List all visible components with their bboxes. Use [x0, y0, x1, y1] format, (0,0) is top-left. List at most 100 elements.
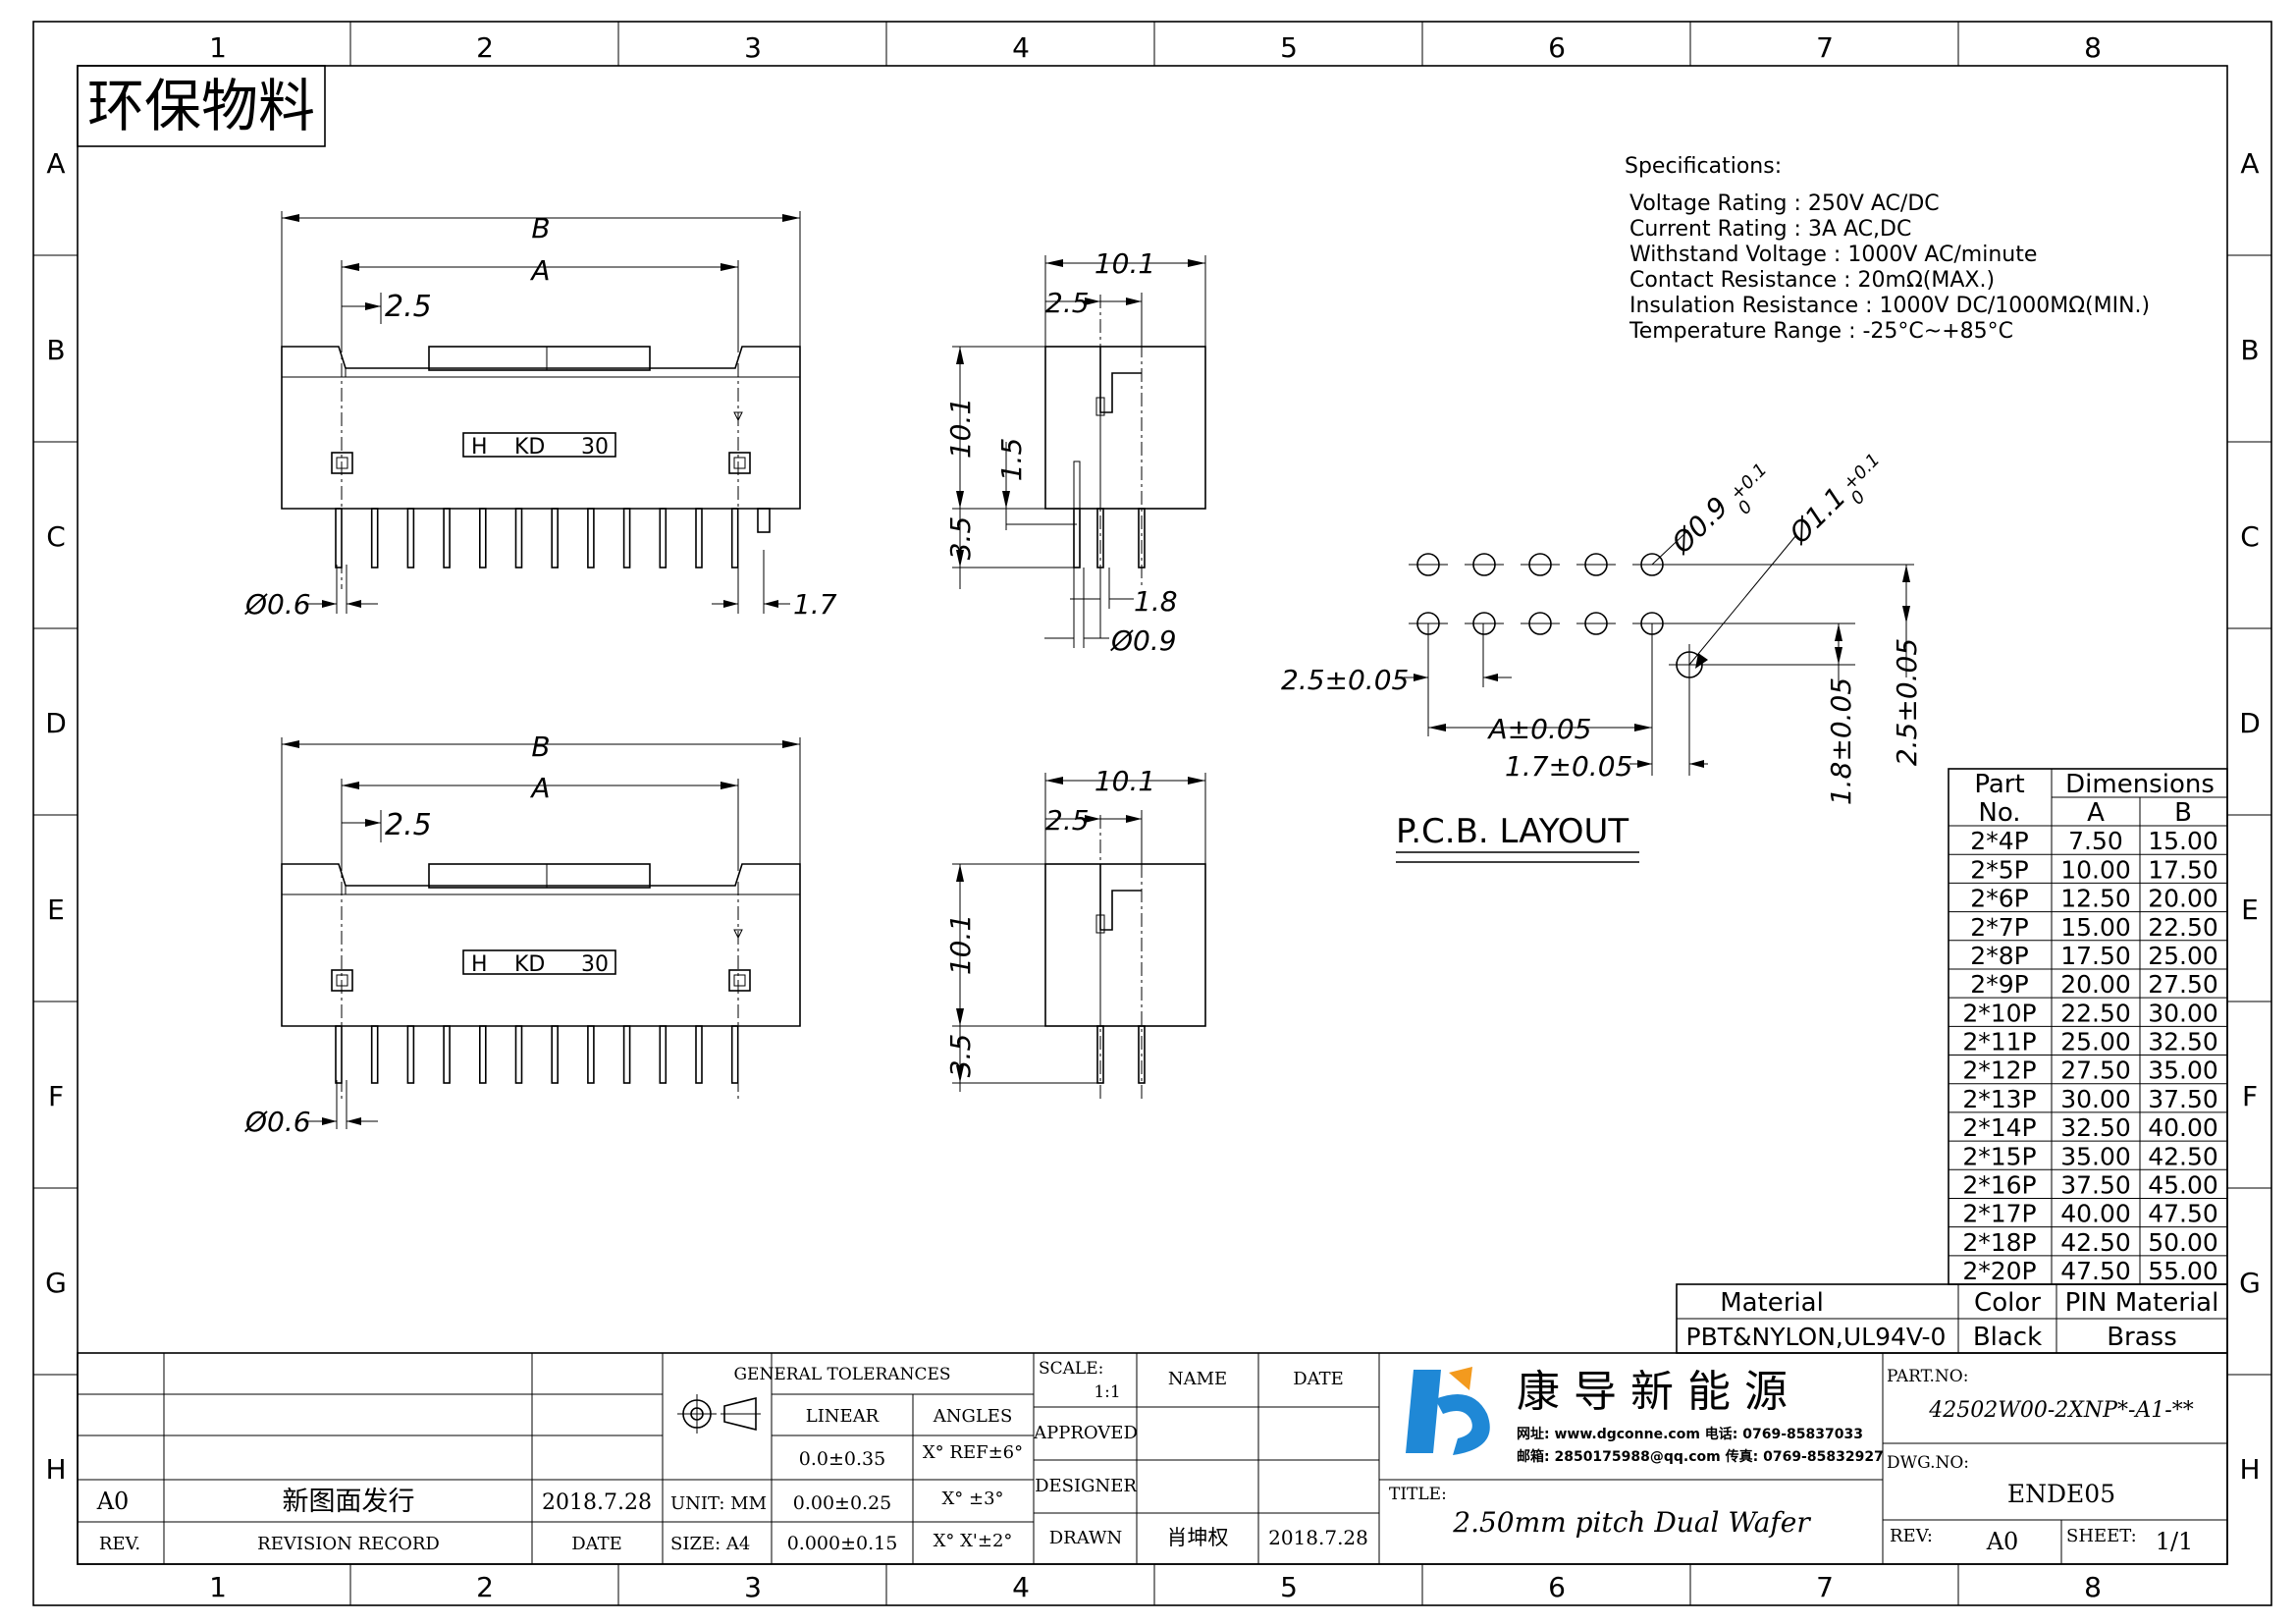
marking-kd-2: KD [514, 952, 545, 977]
connector-pin [370, 508, 379, 568]
connector-pin [587, 508, 595, 568]
table-header-a: A [2087, 798, 2105, 828]
connector-pin [335, 1025, 343, 1084]
table-cell-part: 2*8P [1970, 942, 2028, 970]
pin-material-header: PIN Material [2065, 1288, 2219, 1318]
company-contact-2: 邮箱: 2850175988@qq.com 传真: 0769-85832927 [1517, 1448, 1884, 1465]
table-cell-b: 45.00 [2148, 1170, 2218, 1199]
table-cell-b: 25.00 [2148, 942, 2218, 970]
table-cell-part: 2*7P [1970, 913, 2028, 942]
table-cell-part: 2*18P [1962, 1228, 2036, 1257]
material-value: PBT&NYLON,UL94V-0 [1686, 1323, 1947, 1351]
connector-pin [551, 1025, 560, 1084]
marking-h-2: H [471, 952, 488, 977]
pcb-offset: 1.7±0.05 [1505, 750, 1632, 783]
company-logo [1406, 1367, 1490, 1455]
front-dim-a-2: A [529, 772, 550, 804]
table-cell-a: 20.00 [2060, 970, 2131, 999]
pcb-pitch: 2.5±0.05 [1281, 664, 1409, 696]
part-no-label: PART.NO: [1887, 1367, 1968, 1386]
connector-pin [587, 1025, 595, 1084]
row-label-c-right: C [2240, 520, 2260, 553]
side-view-bottom: 10.1 2.5 10.1 3.5 [944, 765, 1206, 1100]
table-cell-b: 20.00 [2148, 885, 2218, 913]
projection-symbol-icon [677, 1394, 761, 1434]
row-label-c: C [46, 520, 66, 553]
tolerance-linear-3: 0.000±0.15 [787, 1533, 898, 1554]
col-label-5: 5 [1280, 31, 1298, 64]
pcb-small-hole-tol-lower: 0 [1735, 497, 1757, 519]
tolerance-title: GENERAL TOLERANCES [733, 1365, 950, 1384]
side-step: 1.5 [995, 438, 1028, 482]
col-label-4: 4 [1012, 31, 1030, 64]
table-cell-part: 2*4P [1970, 827, 2028, 855]
marking-30-2: 30 [581, 952, 609, 977]
rev-date: 2018.7.28 [542, 1490, 652, 1515]
side-pin-length: 3.5 [944, 516, 977, 561]
front-pitch-2: 2.5 [385, 808, 432, 842]
table-cell-a: 32.50 [2060, 1113, 2131, 1142]
table-cell-a: 15.00 [2060, 913, 2131, 942]
scale-value: 1:1 [1094, 1382, 1120, 1402]
specifications-block: Specifications: Voltage Rating : 250V AC… [1625, 154, 2150, 344]
stamp-text: 环保物料 [87, 73, 315, 139]
connector-pin [478, 508, 487, 568]
front-offset: 1.7 [793, 588, 837, 621]
side-height-2: 10.1 [944, 914, 977, 975]
table-cell-a: 17.50 [2060, 942, 2131, 970]
front-pitch: 2.5 [385, 290, 432, 324]
side-view-top: 10.1 2.5 10.1 1.5 3.5 1.8 Ø0.9 [944, 247, 1206, 657]
col-label-7-bottom: 7 [1816, 1571, 1834, 1603]
connector-pin [730, 1025, 739, 1084]
col-label-1: 1 [209, 31, 227, 64]
row-label-e: E [47, 893, 65, 926]
table-cell-part: 2*12P [1962, 1056, 2036, 1085]
col-label-5-bottom: 5 [1280, 1571, 1298, 1603]
specifications-title: Specifications: [1625, 154, 1782, 179]
material-table: Material Color PIN Material PBT&NYLON,UL… [1676, 1283, 2228, 1354]
table-cell-a: 27.50 [2060, 1056, 2131, 1085]
spec-current-rating: Current Rating : 3A AC,DC [1629, 217, 1911, 242]
company-name: 康 导 新 能 源 [1517, 1367, 1788, 1417]
designer-label: DESIGNER [1035, 1476, 1137, 1496]
table-header-b: B [2174, 798, 2192, 828]
row-label-a: A [46, 147, 65, 180]
table-cell-part: 2*17P [1962, 1200, 2036, 1228]
connector-pin [406, 508, 415, 568]
table-cell-b: 15.00 [2148, 827, 2218, 855]
table-cell-a: 35.00 [2060, 1142, 2131, 1170]
header-date: DATE [571, 1534, 622, 1554]
header-revision-record: REVISION RECORD [257, 1534, 440, 1554]
drawn-by: 肖坤权 [1167, 1526, 1229, 1549]
connector-pin [659, 1025, 667, 1084]
row-label-a-right: A [2240, 147, 2259, 180]
side-width: 10.1 [1095, 247, 1155, 280]
date-header: DATE [1293, 1369, 1344, 1389]
table-cell-a: 47.50 [2060, 1257, 2131, 1285]
col-label-4-bottom: 4 [1012, 1571, 1030, 1603]
row-label-h-right: H [2239, 1453, 2260, 1486]
sheet-size: SIZE: A4 [670, 1534, 750, 1554]
tolerance-angles: ANGLES [933, 1406, 1013, 1427]
table-cell-a: 42.50 [2060, 1228, 2131, 1257]
dwg-no-label: DWG.NO: [1887, 1453, 1969, 1473]
connector-pin [478, 1025, 487, 1084]
side-pin-spacing: 1.8 [1134, 585, 1178, 618]
table-cell-b: 47.50 [2148, 1200, 2218, 1228]
drawing-frame: 1 2 3 4 5 6 7 8 1 2 3 4 5 6 7 8 A B C D … [32, 21, 2272, 1606]
sheet-label: SHEET: [2066, 1526, 2137, 1546]
spec-withstand-voltage: Withstand Voltage : 1000V AC/minute [1629, 243, 2037, 267]
table-cell-part: 2*15P [1962, 1142, 2036, 1170]
row-label-g-right: G [2239, 1267, 2261, 1299]
table-cell-b: 37.50 [2148, 1085, 2218, 1113]
rev-label: REV: [1890, 1526, 1933, 1546]
col-label-2-bottom: 2 [476, 1571, 494, 1603]
connector-pin [730, 508, 739, 568]
table-cell-b: 22.50 [2148, 913, 2218, 942]
front-dim-a: A [529, 254, 550, 287]
material-header: Material [1720, 1288, 1824, 1318]
front-pin-diameter-2: Ø0.6 [244, 1106, 311, 1138]
table-cell-b: 32.50 [2148, 1028, 2218, 1056]
table-cell-b: 35.00 [2148, 1056, 2218, 1085]
